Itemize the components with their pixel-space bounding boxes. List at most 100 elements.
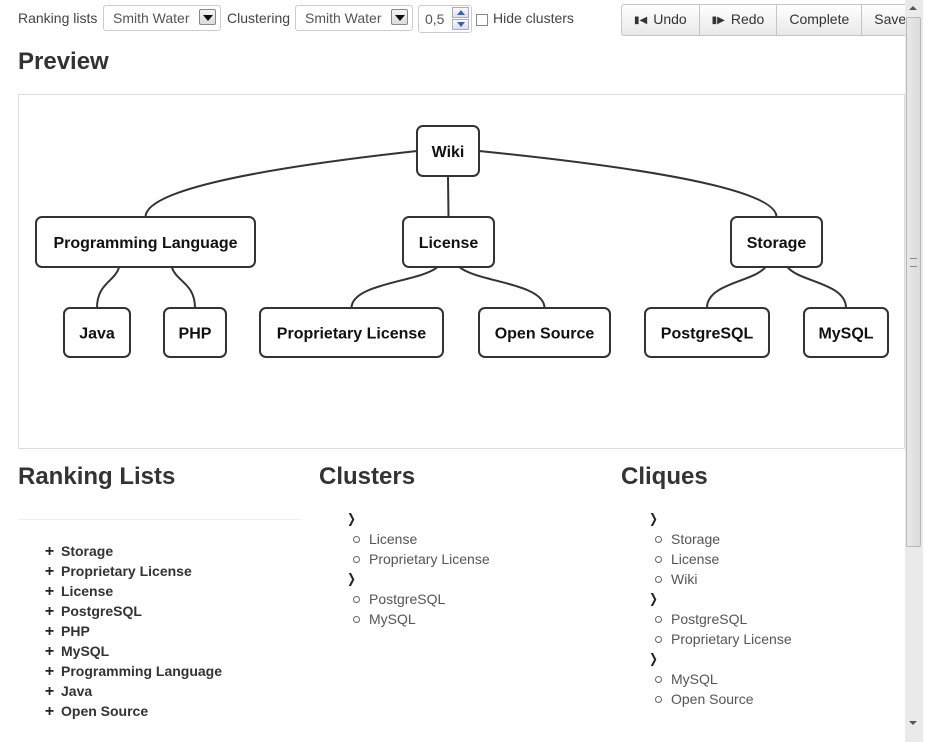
chevron-right-glyph[interactable]: ❯ <box>649 651 658 666</box>
cliques-item: Wiki <box>621 569 792 589</box>
graph-node-box[interactable] <box>259 307 444 358</box>
hide-clusters-checkbox[interactable] <box>476 14 488 26</box>
clusters-item: Proprietary License <box>319 549 490 569</box>
action-button-group: ▮◀Undo ▮▶Redo Complete Save <box>621 4 914 36</box>
graph-edge <box>170 266 196 309</box>
graph-node-license[interactable]: License <box>402 216 495 268</box>
ranking-list-item[interactable]: +PHP <box>43 621 222 641</box>
plus-icon[interactable]: + <box>44 623 55 640</box>
chevron-right-glyph[interactable]: ❯ <box>347 571 356 586</box>
ranking-list: +Storage+Proprietary License+License+Pos… <box>43 541 222 721</box>
graph-node-box[interactable] <box>63 307 131 358</box>
ranking-list-item[interactable]: + Java <box>43 681 222 701</box>
graph-node-pg[interactable]: PostgreSQL <box>644 307 770 358</box>
cliques-item: Storage <box>621 529 792 549</box>
cliques-item: PostgreSQL <box>621 609 792 629</box>
graph-node-box[interactable] <box>163 307 227 358</box>
graph-node-wiki[interactable]: Wiki <box>416 125 480 177</box>
graph-edge <box>706 266 767 309</box>
chevron-right-icon[interactable]: ❯ <box>621 509 792 529</box>
complete-button[interactable]: Complete <box>777 5 863 35</box>
ranking-lists-select[interactable]: Smith Water <box>103 5 221 31</box>
ranking-lists-select-value: Smith Water <box>113 10 190 26</box>
spin-up-icon[interactable] <box>452 7 469 18</box>
plus-icon[interactable]: + <box>44 643 55 660</box>
chevron-down-icon[interactable] <box>391 9 408 25</box>
graph-node-box[interactable] <box>478 307 611 358</box>
undo-button[interactable]: ▮◀Undo <box>622 5 700 35</box>
ranking-list-item[interactable]: + PostgreSQL <box>43 601 222 621</box>
ranking-list-item[interactable]: + Proprietary License <box>43 561 222 581</box>
ranking-list-item-label: Java <box>61 683 93 699</box>
graph-node-box[interactable] <box>803 307 889 358</box>
graph-node-label: License <box>419 235 479 252</box>
redo-button[interactable]: ▮▶Redo <box>700 5 778 35</box>
ranking-list-item[interactable]: +Programming Language <box>43 661 222 681</box>
graph-node-storage[interactable]: Storage <box>730 216 823 268</box>
cliques-item: Open Source <box>621 689 792 709</box>
plus-icon[interactable]: + <box>44 703 55 720</box>
ranking-list-item[interactable]: +License <box>43 581 222 601</box>
ranking-list-item[interactable]: +Open Source <box>43 701 222 721</box>
graph-node-box[interactable] <box>416 125 480 177</box>
threshold-spinner[interactable]: 0,5 <box>418 5 472 33</box>
scrollbar-thumb[interactable] <box>906 17 921 547</box>
skip-forward-icon: ▮▶ <box>711 15 725 26</box>
plus-icon[interactable]: + <box>44 543 55 560</box>
graph-node-label: Open Source <box>495 326 595 343</box>
ranking-list-item[interactable]: +MySQL <box>43 641 222 661</box>
hide-clusters-label[interactable]: Hide clusters <box>493 10 574 26</box>
plus-icon[interactable]: + <box>44 583 55 600</box>
scroll-down-icon[interactable] <box>905 715 922 732</box>
graph-node-box[interactable] <box>730 216 823 268</box>
graph-node-prop[interactable]: Proprietary License <box>259 307 444 358</box>
ranking-list-item[interactable]: +Storage <box>43 541 222 561</box>
graph-node-label: Java <box>79 326 115 343</box>
graph-node-os[interactable]: Open Source <box>478 307 611 358</box>
graph-node-box[interactable] <box>644 307 770 358</box>
clusters-title: Clusters <box>319 463 416 490</box>
graph-edge <box>478 150 778 218</box>
graph-node-box[interactable] <box>35 216 256 268</box>
plus-icon[interactable]: + <box>44 563 55 580</box>
graph-node-mysql[interactable]: MySQL <box>803 307 889 358</box>
scroll-up-icon[interactable] <box>905 0 922 17</box>
ranking-list-item-label: Proprietary License <box>61 563 192 579</box>
chevron-right-icon[interactable]: ❯ <box>621 589 792 609</box>
graph-node-box[interactable] <box>402 216 495 268</box>
graph-edge <box>96 266 121 309</box>
clusters-item: PostgreSQL <box>319 589 490 609</box>
save-button[interactable]: Save <box>874 11 907 27</box>
chevron-right-icon[interactable]: ❯ <box>621 649 792 669</box>
plus-icon[interactable]: + <box>44 683 55 700</box>
vertical-scrollbar[interactable] <box>905 0 932 742</box>
graph-node-label: Storage <box>747 235 807 252</box>
chevron-right-icon[interactable]: ❯ <box>319 569 490 589</box>
graph-node-label: MySQL <box>818 326 873 343</box>
spin-down-icon[interactable] <box>452 19 469 30</box>
chevron-down-icon[interactable] <box>199 9 216 25</box>
clusters-item: MySQL <box>319 609 490 629</box>
ranking-list-item-label: PostgreSQL <box>61 603 142 619</box>
chevron-right-glyph[interactable]: ❯ <box>649 591 658 606</box>
graph-edge <box>786 266 847 309</box>
clustering-select[interactable]: Smith Water <box>295 5 413 31</box>
threshold-value[interactable]: 0,5 <box>425 11 445 27</box>
graph-node-java[interactable]: Java <box>63 307 131 358</box>
plus-icon[interactable]: + <box>44 663 55 680</box>
graph-edge <box>350 266 439 309</box>
chevron-right-icon[interactable]: ❯ <box>319 509 490 529</box>
graph-node-label: Wiki <box>432 144 465 161</box>
divider <box>18 519 301 520</box>
chevron-right-glyph[interactable]: ❯ <box>347 511 356 526</box>
cliques-item: Proprietary License <box>621 629 792 649</box>
graph-node-php[interactable]: PHP <box>163 307 227 358</box>
chevron-right-glyph[interactable]: ❯ <box>649 511 658 526</box>
plus-icon[interactable]: + <box>44 603 55 620</box>
graph-node-pl[interactable]: Programming Language <box>35 216 256 268</box>
clusters-item: License <box>319 529 490 549</box>
